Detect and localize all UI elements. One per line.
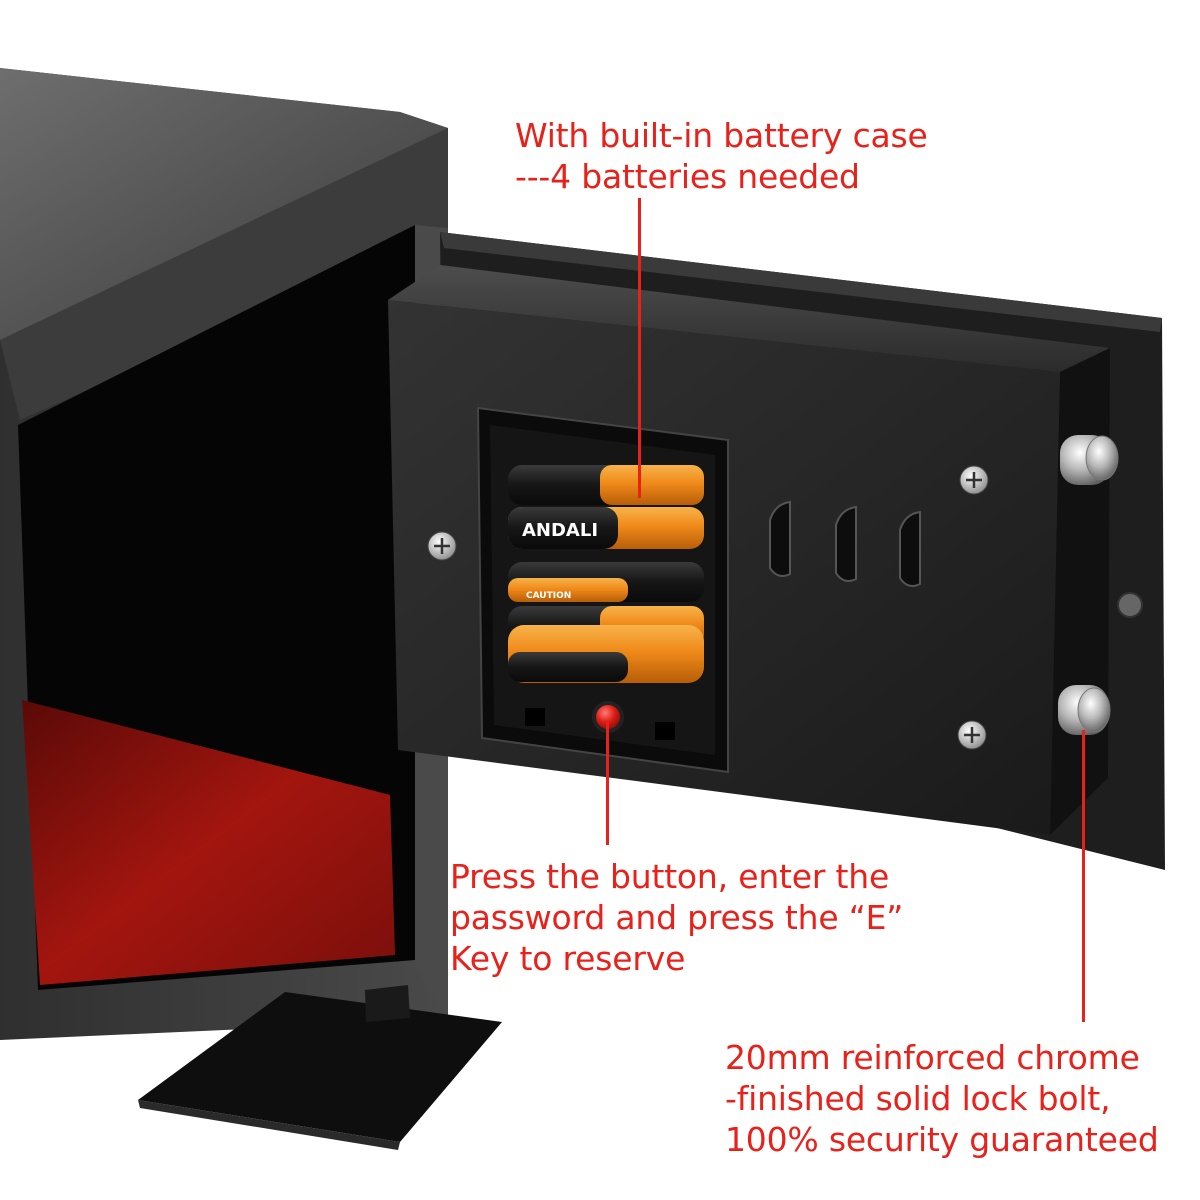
callout-line: 20mm reinforced chrome <box>725 1038 1140 1077</box>
battery: ANDALI <box>508 507 704 549</box>
callout-line: -finished solid lock bolt, <box>725 1079 1111 1118</box>
lock-bolt-upper <box>1060 435 1119 485</box>
battery-cover <box>138 985 502 1150</box>
battery-stack: ANDALI CAUTION <box>508 465 704 683</box>
callout-line: With built-in battery case <box>515 116 928 155</box>
vent-slots <box>769 500 921 587</box>
screw <box>957 720 987 750</box>
screw <box>427 531 457 561</box>
battery <box>508 625 704 683</box>
battery-brand-label: ANDALI <box>522 520 598 541</box>
callout-lock-bolt: 20mm reinforced chrome -finished solid l… <box>725 1037 1159 1160</box>
lock-bolt-lower <box>1058 685 1111 735</box>
callout-press-button: Press the button, enter the password and… <box>450 856 903 979</box>
callout-line: Key to reserve <box>450 939 686 978</box>
screw <box>959 465 989 495</box>
callout-battery-case: With built-in battery case ---4 batterie… <box>515 115 928 197</box>
callout-line: 100% security guaranteed <box>725 1120 1159 1159</box>
leader-line-battery <box>638 198 641 498</box>
safe-body <box>0 68 448 1040</box>
callout-line: password and press the “E” <box>450 898 904 937</box>
felt-lining <box>22 700 395 985</box>
callout-line: ---4 batteries needed <box>515 157 860 196</box>
callout-line: Press the button, enter the <box>450 857 890 896</box>
leader-line-button <box>606 720 609 845</box>
battery <box>508 562 704 602</box>
battery-caution-label: CAUTION <box>526 591 571 601</box>
battery <box>508 465 704 505</box>
leader-line-bolt <box>1082 730 1085 1022</box>
